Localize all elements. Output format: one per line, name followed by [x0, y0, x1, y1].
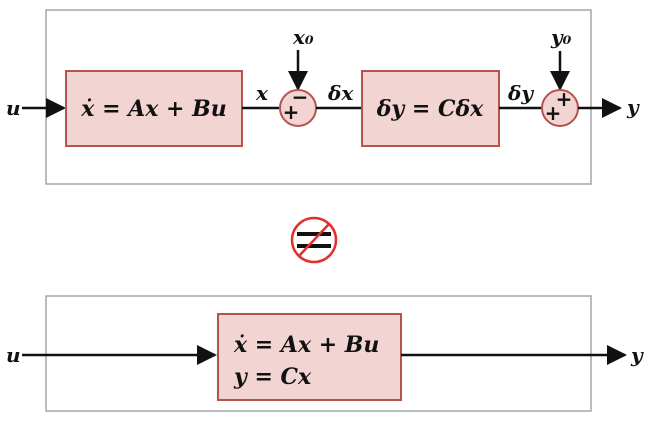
bottom-input-u-label: u — [6, 343, 21, 367]
x0-minus-sign: − — [292, 85, 309, 109]
bottom-frame — [45, 295, 592, 412]
x-signal-label: x — [255, 81, 269, 105]
input-u-label: u — [6, 96, 21, 120]
output-equation-text: δy = Cδx — [376, 96, 484, 122]
y0-plus-sign: + — [556, 87, 573, 111]
state-equation-block — [65, 70, 243, 147]
not-equal-icon — [290, 216, 338, 264]
state-space-block — [217, 313, 402, 401]
output-y-label: y — [626, 95, 640, 119]
dy-signal-label: δy — [507, 81, 534, 105]
state-space-line1: ẋ = Ax + Bu — [233, 332, 379, 358]
dy-plus-sign: + — [545, 101, 562, 125]
dx-signal-label: δx — [327, 81, 354, 105]
top-frame — [45, 9, 592, 185]
output-equation-block — [361, 70, 500, 147]
x0-label: x₀ — [292, 25, 314, 49]
x-plus-sign: + — [283, 100, 300, 124]
y0-label: y₀ — [550, 25, 572, 49]
bottom-output-y-label: y — [630, 343, 644, 367]
state-equation-text: ẋ = Ax + Bu — [80, 96, 226, 122]
state-space-line2: y = Cx — [233, 364, 312, 390]
